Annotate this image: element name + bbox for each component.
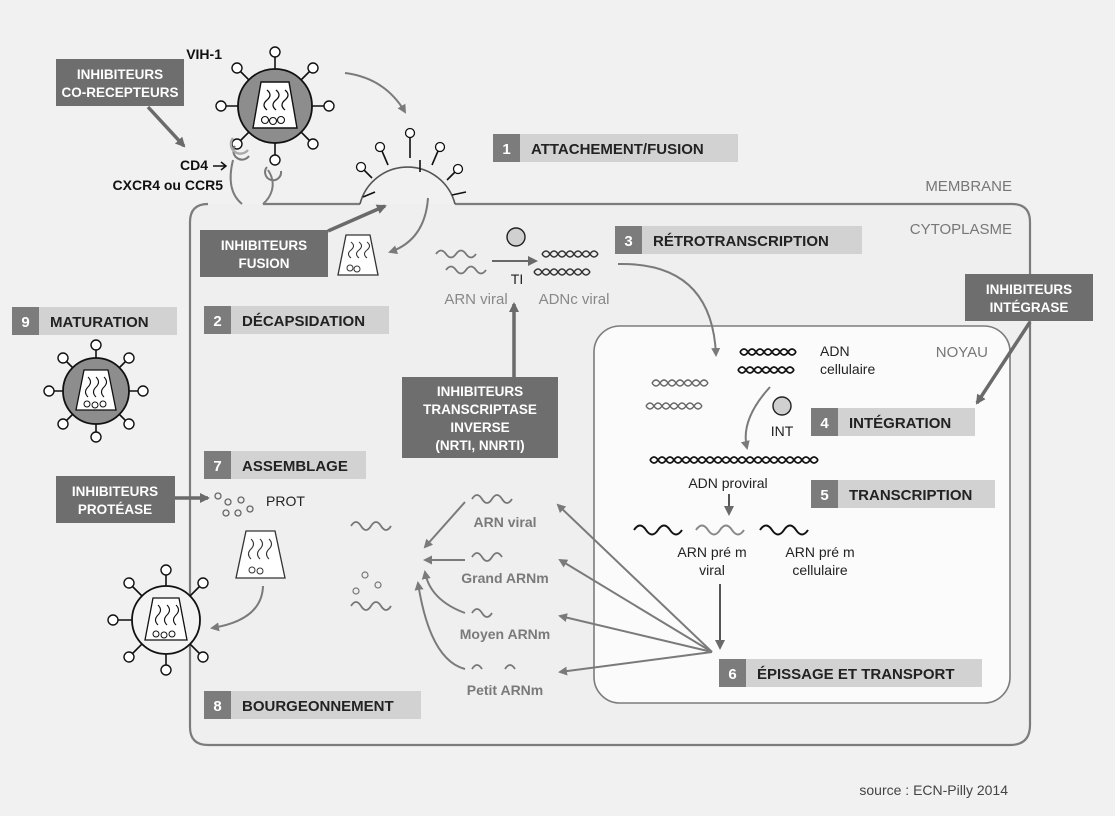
nucleus [593, 325, 1011, 704]
hiv-virion-icon [215, 46, 335, 166]
step-3-number: 3 [624, 233, 632, 250]
export-arrows [414, 501, 713, 676]
step-2-label: DÉCAPSIDATION [242, 313, 365, 330]
step-7-number: 7 [213, 458, 221, 475]
adnc-viral-label: ADNc viral [539, 291, 610, 308]
step-1-number: 1 [502, 141, 510, 158]
inhibitor-protease-box: INHIBITEURS PROTÉASE [56, 476, 175, 523]
inhibitor-integrase-box: INHIBITEURS INTÉGRASE [965, 274, 1093, 321]
rna-viral-label: ARN viral [473, 514, 536, 530]
step-7-label: ASSEMBLAGE [242, 458, 348, 475]
ti-label: TI [511, 271, 523, 287]
step-8-number: 8 [213, 698, 221, 715]
inhibitor-rt-line1: INHIBITEURS [437, 384, 523, 399]
fusing-virion-icon [355, 127, 467, 205]
adn-proviral-label: ADN proviral [688, 475, 767, 491]
inhibitor-rt-line2: TRANSCRIPTASE [423, 402, 537, 417]
arrow-decapsidation [388, 197, 429, 254]
inhibitor-protease-line2: PROTÉASE [78, 502, 152, 517]
adn-cell-label-1: ADN [820, 343, 850, 359]
arrow-to-nucleus [617, 262, 721, 357]
inhibitor-fusion-line1: INHIBITEURS [221, 238, 307, 253]
step-4-number: 4 [820, 415, 829, 432]
pre-viral-label-2: viral [699, 562, 725, 578]
cd4-arrow-icon [213, 161, 228, 171]
step-2: 2 DÉCAPSIDATION [204, 306, 389, 334]
rt-enzyme-icon [506, 227, 526, 247]
step-8: 8 BOURGEONNEMENT [204, 691, 421, 719]
viral-cdna-in-nucleus-icon [645, 379, 709, 410]
membrane-label: MEMBRANE [925, 178, 1012, 195]
pre-mrna-icon [633, 524, 809, 536]
step-5: 5 TRANSCRIPTION [811, 480, 995, 508]
step-5-label: TRANSCRIPTION [849, 487, 972, 504]
inhibitor-coreceptor-line2: CO-RECEPTEURS [61, 85, 178, 100]
prot-label: PROT [266, 493, 305, 509]
rna-grand-label: Grand ARNm [461, 570, 548, 586]
cellular-dna-icon [737, 348, 797, 374]
coreceptor-label: CXCR4 ou CCR5 [113, 177, 224, 193]
nucleus-label: NOYAU [936, 344, 988, 361]
assembled-capsid-icon [235, 530, 286, 579]
mrna-species-icon [350, 494, 516, 670]
inhibitor-rt-line3: INVERSE [450, 420, 509, 435]
inhibitor-fusion-box: INHIBITEURS FUSION [200, 230, 328, 277]
protease-icon [214, 492, 254, 517]
step-5-number: 5 [820, 487, 828, 504]
pre-cell-label-1: ARN pré m [785, 544, 854, 560]
arrow-budding [210, 585, 264, 632]
adn-cell-label-2: cellulaire [820, 361, 875, 377]
rna-moyen-label: Moyen ARNm [460, 626, 551, 642]
arn-viral-label: ARN viral [444, 291, 507, 308]
inhibitor-integrase-line2: INTÉGRASE [990, 300, 1069, 315]
pre-cell-label-2: cellulaire [792, 562, 847, 578]
integrase-icon [772, 396, 792, 416]
inhibitor-integrase-line1: INHIBITEURS [986, 282, 1072, 297]
inhibitor-coreceptor-box: INHIBITEURS CO-RECEPTEURS [56, 59, 184, 106]
step-1-label: ATTACHEMENT/FUSION [531, 141, 704, 158]
budding-virion-icon [107, 564, 209, 676]
step-2-number: 2 [213, 313, 221, 330]
inhibitor-protease-line1: INHIBITEURS [72, 484, 158, 499]
cytoplasm-label: CYTOPLASME [910, 221, 1012, 238]
viral-rna-icon [435, 249, 487, 275]
step-3: 3 RÉTROTRANSCRIPTION [615, 226, 862, 254]
int-label: INT [771, 423, 794, 439]
inhibitor-rt-line4: (NRTI, NNRTI) [435, 438, 524, 453]
step-4-label: INTÉGRATION [849, 415, 951, 432]
proviral-dna-icon [649, 456, 819, 464]
step-6-number: 6 [728, 666, 736, 683]
arrow-virus-to-membrane [344, 72, 407, 114]
step-4: 4 INTÉGRATION [811, 408, 975, 436]
step-6: 6 ÉPISSAGE ET TRANSPORT [719, 659, 982, 687]
cdna-icon [533, 250, 599, 276]
cd4-label: CD4 [180, 157, 208, 173]
source-note: source : ECN-Pilly 2014 [859, 782, 1008, 798]
step-7: 7 ASSEMBLAGE [204, 451, 366, 479]
capsid-icon [337, 234, 379, 276]
pre-viral-label-1: ARN pré m [677, 544, 746, 560]
step-6-label: ÉPISSAGE ET TRANSPORT [757, 666, 955, 683]
mature-virion-icon [43, 339, 149, 443]
arrow-integration [740, 386, 771, 450]
inhibitor-fusion-line2: FUSION [238, 256, 289, 271]
step-8-label: BOURGEONNEMENT [242, 698, 394, 715]
step-9: 9 MATURATION [12, 307, 177, 335]
receptor-icon [229, 137, 283, 205]
inhibitor-arrows [146, 105, 1032, 503]
inhibitor-coreceptor-line1: INHIBITEURS [77, 67, 163, 82]
step-9-number: 9 [21, 314, 29, 331]
step-9-label: MATURATION [50, 314, 149, 331]
step-3-label: RÉTROTRANSCRIPTION [653, 233, 829, 250]
virus-label: VIH-1 [186, 46, 222, 62]
inhibitor-rt-box: INHIBITEURS TRANSCRIPTASE INVERSE (NRTI,… [402, 377, 558, 458]
rna-petit-label: Petit ARNm [467, 682, 544, 698]
step-1: 1 ATTACHEMENT/FUSION [493, 134, 738, 162]
